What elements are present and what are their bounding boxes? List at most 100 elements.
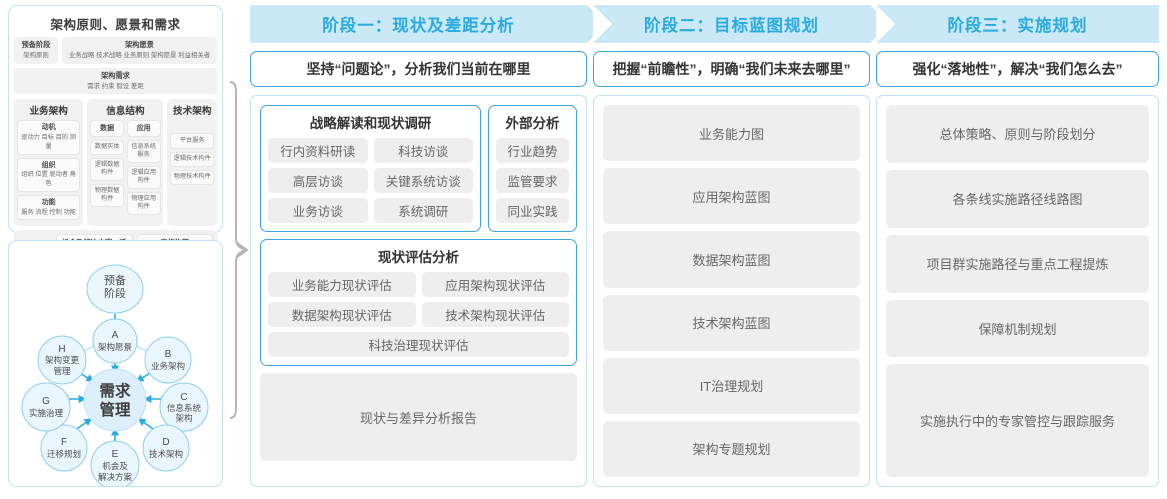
togaf-subcolumn-application-heading: 应用 (126, 120, 161, 137)
adm-node-F-key: F (61, 437, 67, 448)
togaf-column-technology: 技术架构 平台服务 逻辑技术构件 物理技术构件 (167, 99, 217, 227)
adm-node-D-key: D (162, 437, 169, 448)
phase-2-column: 阶段二：目标蓝图规划 把握“前瞻性”，明确“我们未来去哪里” 业务能力图 应用架… (593, 5, 889, 487)
adm-node-A-label: 架构愿景 (98, 342, 132, 352)
togaf-business-item-function-detail: 服务 流程 控制 功能 (21, 208, 76, 216)
group-strategy-research-row-1: 行内资料研读 科技访谈 (268, 138, 473, 168)
adm-node-B-key: B (165, 349, 172, 360)
togaf-prep-detail: 架构原则 (23, 52, 49, 60)
phase-1-top-groups: 战略解读和现状调研 行内资料研读 科技访谈 高层访谈 关键系统访谈 业务访谈 系… (260, 105, 577, 232)
togaf-application-item-2: 物理应用构件 (126, 191, 161, 215)
adm-node-prep-line1: 预备 (104, 273, 126, 287)
brace-connector (229, 81, 250, 419)
phase-3-body: 总体策略、原则与阶段划分 各条线实施路径线路图 项目群实施路径与重点工程提炼 保… (876, 95, 1159, 487)
group-external-analysis: 外部分析 行业趋势 监管要求 同业实践 (488, 105, 577, 232)
togaf-business-item-motivation: 动机 驱动力 目标 目的 测量 (17, 120, 81, 155)
togaf-technology-item-0: 平台服务 (170, 133, 214, 149)
group-strategy-research-row-2: 高层访谈 关键系统访谈 (268, 168, 473, 198)
tile-assessment-2[interactable]: 数据架构现状评估 (268, 302, 416, 327)
adm-cycle-diagram: 预备 阶段 需求 管理 A 架构愿景 B 业务架构 C 信息系统 架构 (21, 264, 209, 486)
adm-center-line2: 管理 (99, 400, 131, 419)
phase-1-body: 战略解读和现状调研 行内资料研读 科技访谈 高层访谈 关键系统访谈 业务访谈 系… (250, 95, 587, 487)
togaf-business-item-organization-detail: 组织 位置 驱动者 角色 (21, 171, 76, 188)
assessment-row-2: 数据架构现状评估 技术架构现状评估 (268, 302, 569, 332)
adm-node-G-key: G (42, 396, 50, 407)
tile-assessment-4[interactable]: 科技治理现状评估 (268, 332, 569, 357)
tile-phase2-0[interactable]: 业务能力图 (603, 105, 860, 162)
tile-phase2-3[interactable]: 技术架构蓝图 (603, 294, 860, 351)
togaf-vision-heading: 架构愿景 (125, 40, 154, 49)
togaf-subcolumn-application: 应用 信息系统服务 逻辑应用构件 物理应用构件 (126, 120, 161, 217)
adm-node-H-key: H (58, 344, 65, 355)
tile-phase3-4[interactable]: 实施执行中的专家管控与跟踪服务 (886, 364, 1149, 478)
tile-strategy-0[interactable]: 行内资料研读 (268, 138, 368, 163)
tile-external-2[interactable]: 同业实践 (496, 198, 569, 223)
phase-2-subtitle: 把握“前瞻性”，明确“我们未来去哪里” (593, 51, 870, 87)
togaf-technology-item-1: 逻辑技术构件 (170, 151, 214, 167)
tile-assessment-3[interactable]: 技术架构现状评估 (421, 302, 569, 327)
togaf-data-item-1: 逻辑数据构件 (90, 157, 124, 181)
adm-center-line1: 需求 (99, 381, 131, 400)
tile-strategy-4[interactable]: 业务访谈 (268, 198, 368, 223)
tile-assessment-0[interactable]: 业务能力现状评估 (268, 272, 416, 297)
tile-strategy-3[interactable]: 关键系统访谈 (373, 168, 473, 193)
adm-node-D-label: 技术架构 (149, 449, 183, 459)
group-strategy-research-title: 战略解读和现状调研 (309, 116, 432, 131)
adm-node-F-label: 迁移规划 (47, 449, 81, 459)
phase-2-header: 阶段二：目标蓝图规划 (593, 5, 889, 43)
adm-node-G-label: 实施治理 (29, 408, 64, 418)
phase-3-subtitle: 强化“落地性”，解决“我们怎么去” (876, 51, 1159, 87)
togaf-business-item-motivation-heading: 动机 (41, 124, 56, 132)
togaf-business-item-motivation-detail: 驱动力 目标 目的 测量 (21, 134, 76, 150)
togaf-subcolumn-data: 数据 数据实体 逻辑数据构件 物理数据构件 (90, 120, 124, 217)
adm-node-prep-line2: 阶段 (104, 286, 126, 300)
tile-phase2-4[interactable]: IT治理规划 (603, 357, 860, 414)
adm-node-H-label-line1: 架构变更 (45, 355, 80, 365)
tile-phase3-1[interactable]: 各条线实施路径线路图 (886, 169, 1149, 228)
togaf-requirement-detail: 需求 约束 假设 差距 (87, 83, 144, 91)
togaf-business-item-function: 功能 服务 流程 控制 功能 (17, 194, 81, 221)
togaf-requirement-heading: 架构需求 (101, 70, 130, 80)
togaf-business-item-organization: 组织 组织 位置 驱动者 角色 (17, 157, 81, 192)
phase-1-column: 阶段一：现状及差距分析 坚持“问题论”，分析我们当前在哪里 战略解读和现状调研 … (250, 5, 606, 487)
phase-2-body: 业务能力图 应用架构蓝图 数据架构蓝图 技术架构蓝图 IT治理规划 架构专题规划 (593, 95, 870, 487)
tile-phase3-2[interactable]: 项目群实施路径与重点工程提炼 (886, 234, 1149, 293)
tile-gap-analysis-report[interactable]: 现状与差异分析报告 (260, 373, 577, 461)
togaf-prep-cell: 预备阶段 架构原则 (14, 37, 58, 64)
tile-phase3-3[interactable]: 保障机制规划 (886, 299, 1149, 358)
phase-3-column: 阶段三：实施规划 强化“落地性”，解决“我们怎么去” 总体策略、原则与阶段划分 … (876, 5, 1159, 487)
togaf-subcolumn-data-heading: 数据 (90, 120, 124, 137)
adm-node-C-label-line1: 信息系统 (167, 403, 202, 413)
tile-strategy-1[interactable]: 科技访谈 (373, 138, 473, 163)
adm-cycle-panel: 预备 阶段 需求 管理 A 架构愿景 B 业务架构 C 信息系统 架构 (8, 240, 223, 487)
tile-phase2-1[interactable]: 应用架构蓝图 (603, 168, 860, 225)
left-column: 架构原则、愿景和需求 预备阶段 架构原则 架构愿景 业务战略 技术战略 业务原则… (8, 5, 223, 494)
togaf-column-information-heading: 信息结构 (106, 106, 145, 118)
group-strategy-research: 战略解读和现状调研 行内资料研读 科技访谈 高层访谈 关键系统访谈 业务访谈 系… (260, 105, 481, 232)
tile-phase2-5[interactable]: 架构专题规划 (603, 420, 860, 478)
phase-1-header: 阶段一：现状及差距分析 (250, 5, 606, 43)
togaf-vision-cell: 架构愿景 业务战略 技术战略 业务原则 架构愿景 利益相关者 (62, 37, 217, 64)
tile-external-0[interactable]: 行业趋势 (496, 138, 569, 163)
togaf-application-item-1: 逻辑应用构件 (126, 165, 161, 189)
tile-assessment-1[interactable]: 应用架构现状评估 (421, 272, 569, 297)
group-external-analysis-title: 外部分析 (505, 116, 560, 131)
phase-3-header: 阶段三：实施规划 (876, 5, 1159, 43)
togaf-top-row: 预备阶段 架构原则 架构愿景 业务战略 技术战略 业务原则 架构愿景 利益相关者 (14, 37, 217, 64)
togaf-columns: 业务架构 动机 驱动力 目标 目的 测量 组织 组织 位置 驱动者 角色 功能 … (14, 99, 217, 227)
adm-node-C-label-line2: 架构 (175, 413, 192, 423)
adm-node-E-label-line2: 解决方案 (98, 472, 133, 482)
group-strategy-research-row-3: 业务访谈 系统调研 (268, 198, 473, 228)
assessment-row-1: 业务能力现状评估 应用架构现状评估 (268, 272, 569, 302)
tile-external-1[interactable]: 监管要求 (496, 168, 569, 193)
tile-phase3-0[interactable]: 总体策略、原则与阶段划分 (886, 105, 1149, 163)
adm-node-E-label-line1: 机会及 (102, 461, 128, 471)
togaf-requirement-cell: 架构需求 需求 约束 假设 差距 (14, 67, 217, 95)
adm-node-A-key: A (112, 330, 119, 341)
tile-strategy-2[interactable]: 高层访谈 (268, 168, 368, 193)
adm-node-C-key: C (180, 392, 187, 403)
togaf-column-business-heading: 业务架构 (29, 106, 68, 118)
tile-phase2-2[interactable]: 数据架构蓝图 (603, 231, 860, 288)
tile-strategy-5[interactable]: 系统调研 (373, 198, 473, 223)
